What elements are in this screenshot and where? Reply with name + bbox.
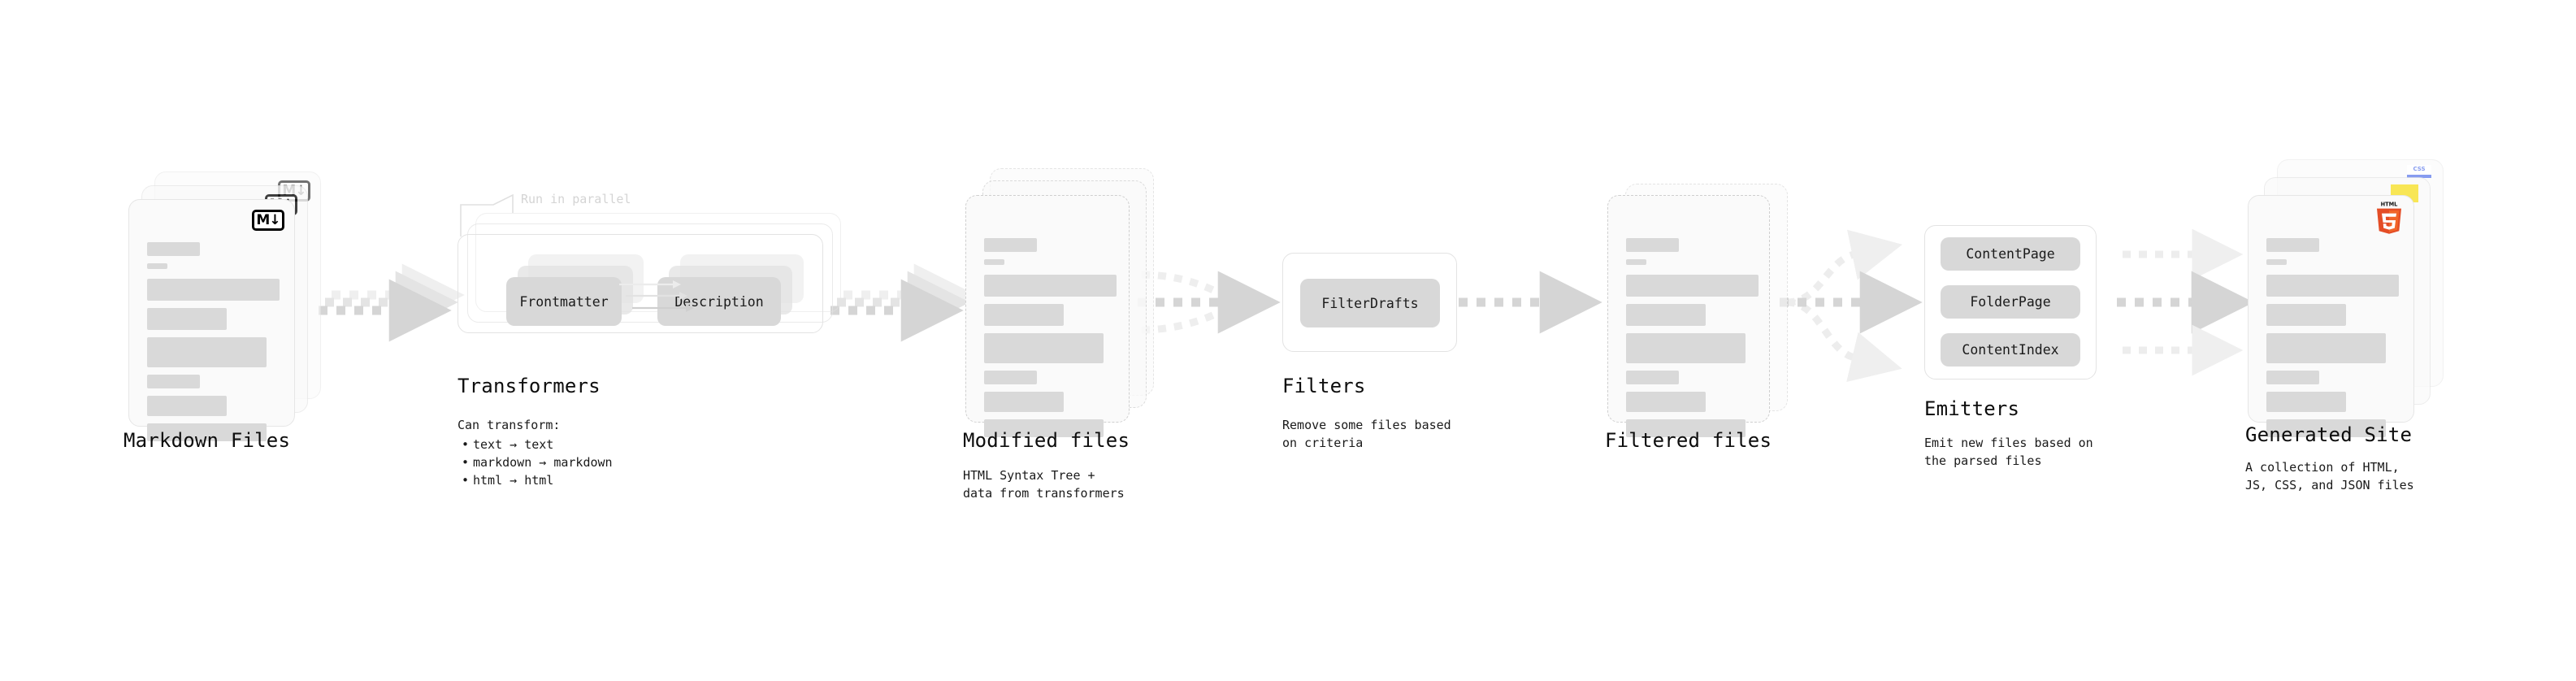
filters-box [1282,253,1457,352]
markdown-files-title: Markdown Files [124,429,291,452]
arrow-transformers-to-modified [830,263,977,342]
placeholder-line [147,242,200,256]
placeholder-line [147,263,167,269]
modified-placeholder-lines [984,238,1117,445]
placeholder-line [2266,275,2399,297]
modified-card-front [965,195,1130,437]
placeholder-line [147,308,227,330]
placeholder-line [984,275,1117,297]
transformers-capability-list: text → text markdown → markdown html → h… [462,436,613,489]
placeholder-line [984,333,1104,363]
placeholder-line [147,396,227,416]
placeholder-line [2266,333,2386,363]
transformer-chip-description[interactable]: Description [657,277,781,326]
transformers-box-mid [467,223,833,323]
arrow-filtered-to-emitters [1780,229,1923,383]
placeholder-line [2266,259,2287,265]
placeholder-line [147,423,267,441]
filtered-card-front [1607,195,1770,437]
arrow-markdown-to-transformers [319,263,465,342]
placeholder-line [984,419,1104,437]
transformers-title: Transformers [458,375,601,397]
placeholder-line [2266,392,2346,412]
placeholder-line [984,238,1037,252]
markdown-placeholder-lines [147,242,280,449]
arrow-emitters-to-site [2117,228,2254,376]
modified-files-subtitle: HTML Syntax Tree + data from transformer… [963,468,1125,501]
emitter-chip-contentindex[interactable]: ContentIndex [1941,333,2080,367]
html5-icon: HTML [2377,202,2401,234]
list-item: markdown → markdown [462,454,613,472]
placeholder-line [984,304,1064,326]
css3-icon: CSS [2407,165,2431,178]
placeholder-line [1626,392,1706,412]
transformers-subtitle: Can transform: [458,418,561,432]
placeholder-line [984,392,1064,412]
transformers-box-front [458,234,823,333]
filtered-placeholder-lines [1626,238,1759,445]
placeholder-line [2266,304,2346,326]
placeholder-line [147,375,200,388]
placeholder-line [1626,371,1679,384]
markdown-card-front: M↓ [128,199,295,441]
svg-text:HTML: HTML [2381,202,2399,208]
filtered-files-title: Filtered files [1605,429,1772,452]
placeholder-line [1626,259,1646,265]
run-in-parallel-label: Run in parallel [521,192,631,206]
generated-card-front: HTML [2248,195,2414,437]
placeholder-line [1626,304,1706,326]
placeholder-line [1626,419,1746,437]
generated-site-title: Generated Site [2245,423,2413,446]
generated-placeholder-lines [2266,238,2399,445]
transformer-inner-arrows [619,280,694,312]
filters-subtitle: Remove some files based on criteria [1282,418,1451,450]
emitters-box [1924,225,2097,380]
emitter-chip-contentpage[interactable]: ContentPage [1941,237,2080,271]
filters-title: Filters [1282,375,1366,397]
placeholder-line [984,259,1004,265]
placeholder-line [1626,333,1746,363]
placeholder-line [2266,238,2319,252]
modified-files-title: Modified files [963,429,1130,452]
filter-chip-filterdrafts[interactable]: FilterDrafts [1300,279,1440,327]
placeholder-line [2266,371,2319,384]
emitter-chip-folderpage[interactable]: FolderPage [1941,285,2080,319]
placeholder-line [1626,238,1679,252]
placeholder-line [2266,419,2386,437]
list-item: html → html [462,472,613,490]
list-item: text → text [462,436,613,454]
emitters-subtitle: Emit new files based on the parsed files [1924,436,2093,468]
emitters-title: Emitters [1924,397,2020,420]
placeholder-line [984,371,1037,384]
placeholder-line [147,337,267,367]
generated-site-subtitle: A collection of HTML, JS, CSS, and JSON … [2245,460,2414,492]
placeholder-line [1626,275,1759,297]
transformer-chip-frontmatter[interactable]: Frontmatter [506,277,622,326]
markdown-icon: M↓ [252,210,284,231]
placeholder-line [147,279,280,301]
